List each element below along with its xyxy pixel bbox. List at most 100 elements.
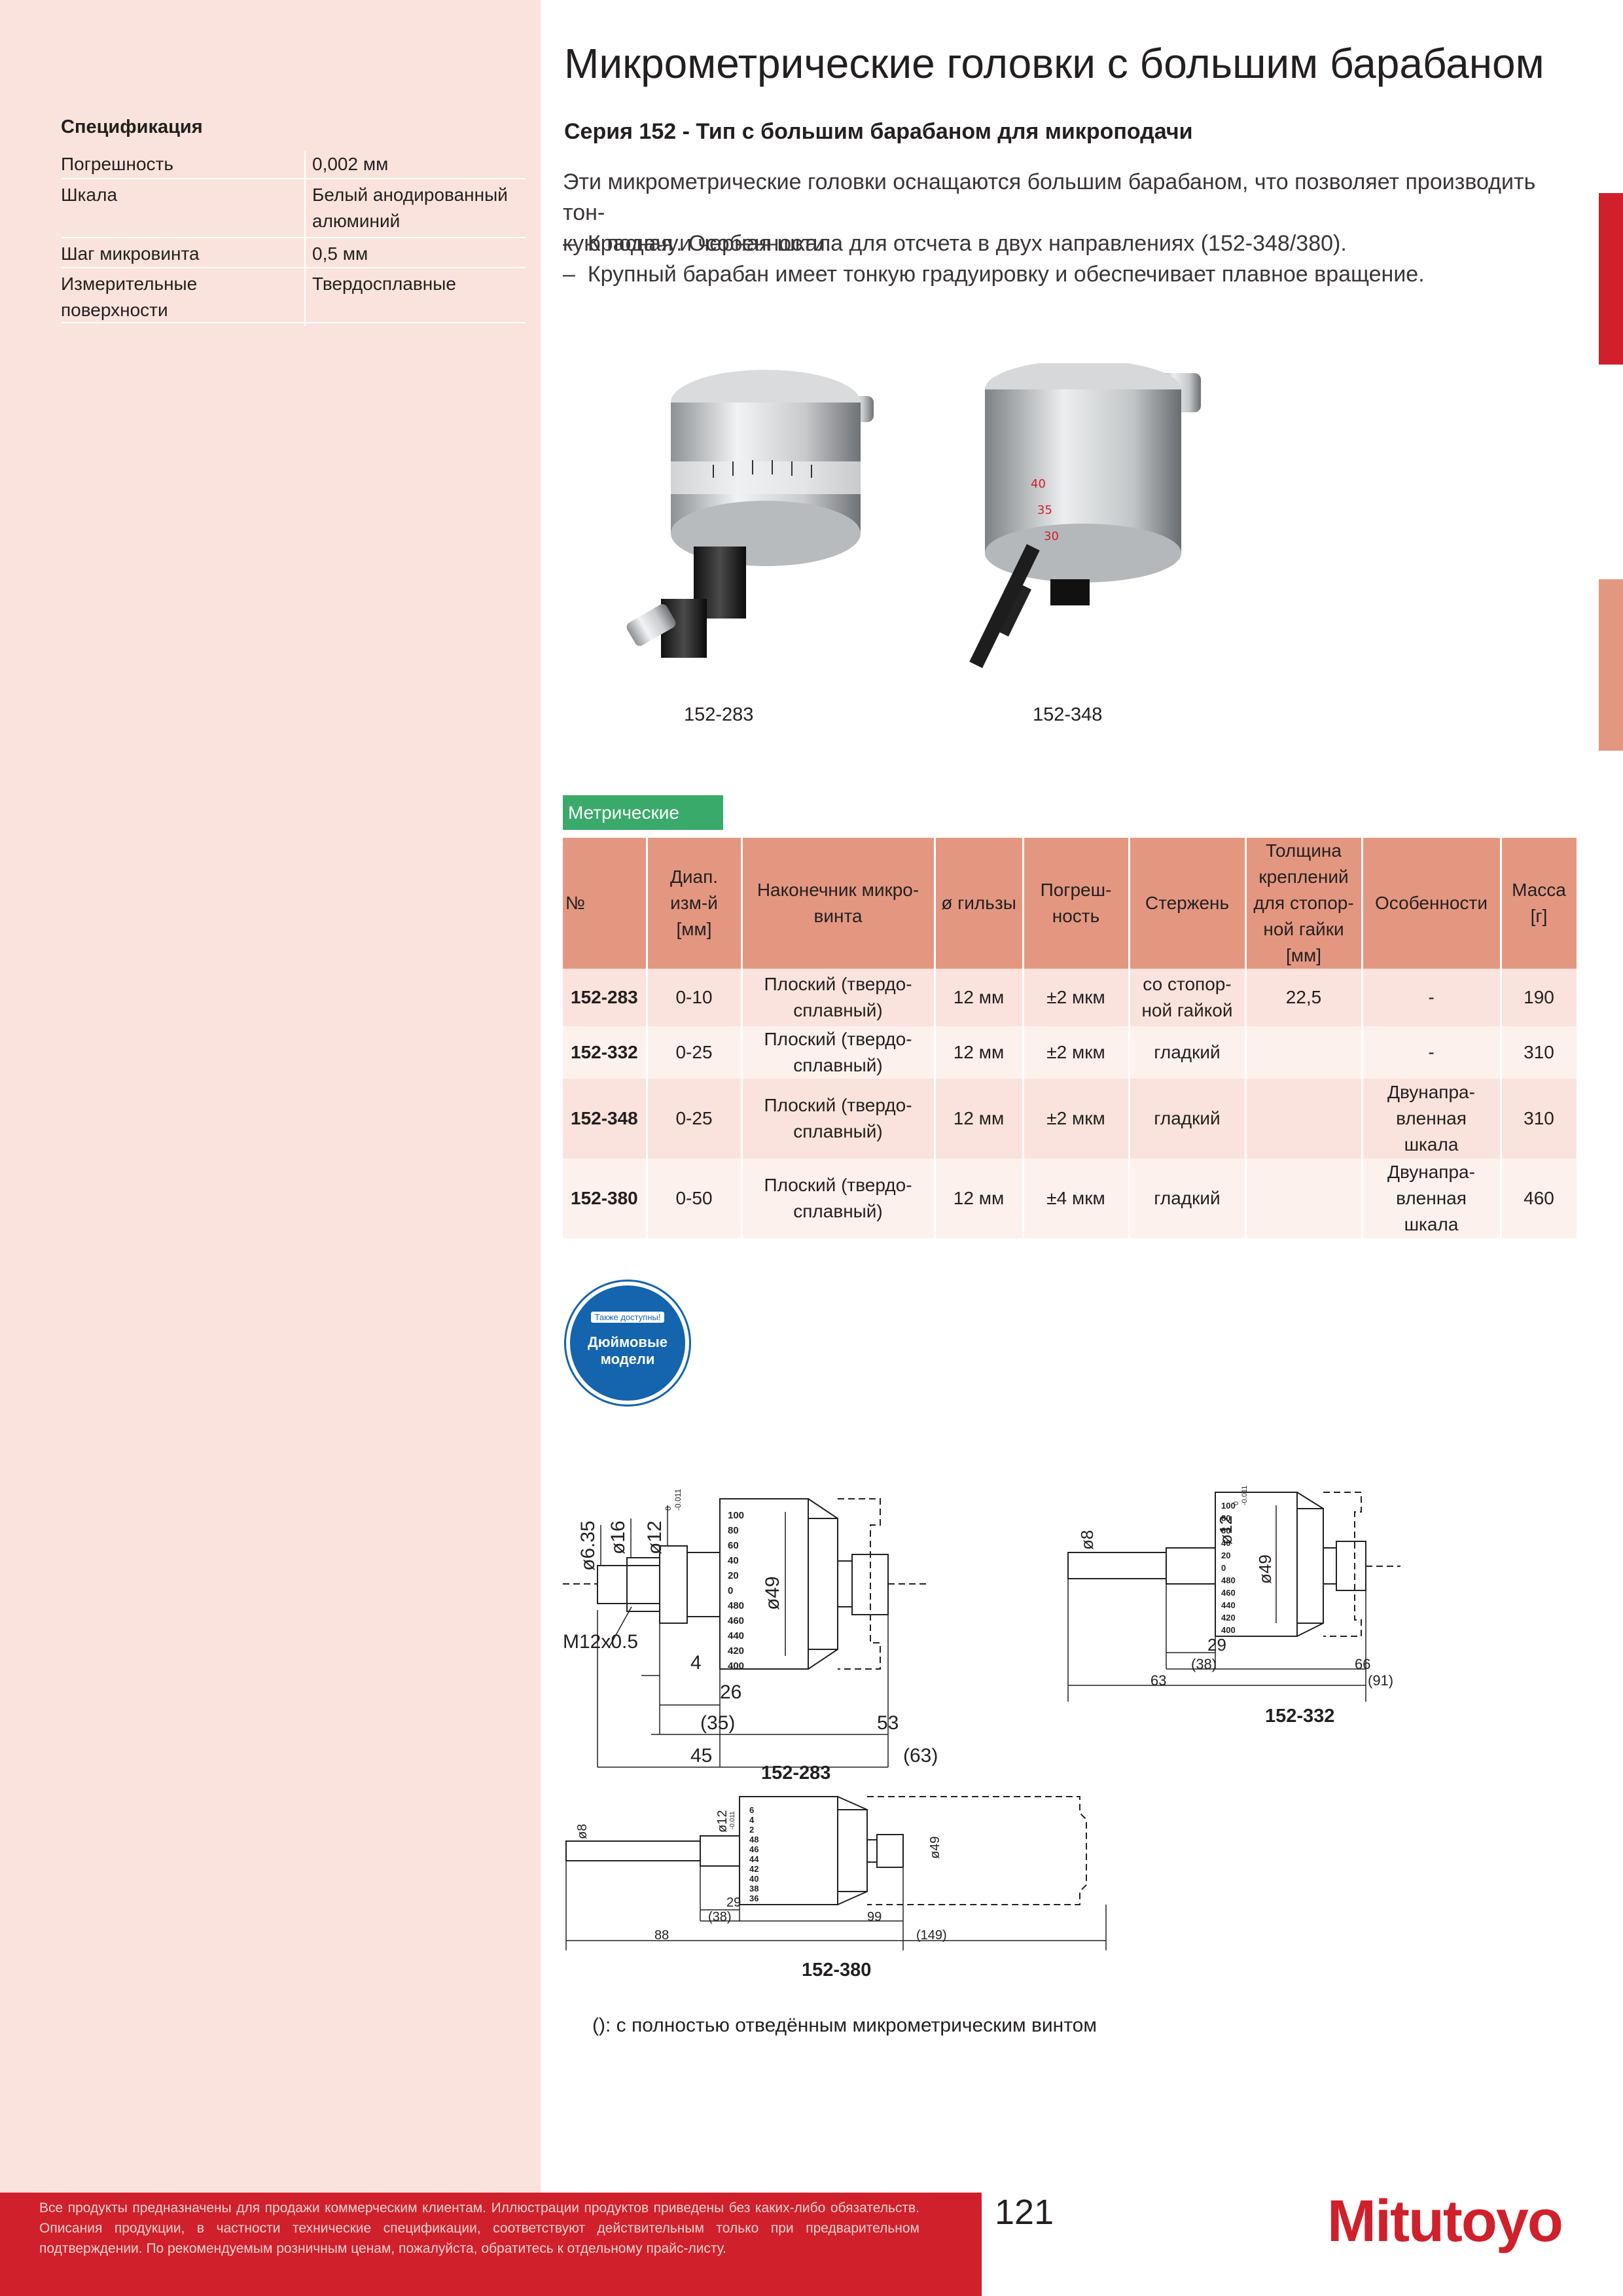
scale-mark: 46 xyxy=(749,1844,758,1854)
cell-line: гладкий xyxy=(1154,1108,1221,1128)
scale-mark: 48 xyxy=(749,1835,758,1844)
cell-line: Плоский (твердо- xyxy=(764,1095,912,1115)
cell-tip: Плоский (твердо-сплавный) xyxy=(741,969,936,1026)
cell-line: Двунапра- xyxy=(1387,1082,1475,1102)
dim-label: ø12 xyxy=(1216,1515,1236,1545)
cell-range: 0-25 xyxy=(647,1026,743,1079)
page-title: Микрометрические головки с большим бараб… xyxy=(564,40,1544,87)
header-line: № xyxy=(565,893,586,913)
bullet-mark: – xyxy=(563,262,575,287)
tolerance-label: -0.011 xyxy=(673,1489,683,1511)
cell-tip: Плоский (твердо-сплавный) xyxy=(741,1079,936,1158)
scale-mark: 20 xyxy=(728,1570,739,1581)
cell-features: - xyxy=(1362,969,1502,1026)
spec-key-line: Измерительные xyxy=(61,274,198,294)
scale-mark: 440 xyxy=(1221,1600,1236,1610)
table-header-cell: Погреш-ность xyxy=(1023,838,1130,969)
scale-mark: 480 xyxy=(728,1600,744,1611)
cell-line: Плоский (твердо- xyxy=(764,974,912,994)
scale-mark: 0 xyxy=(1221,1563,1226,1573)
cell-line: Двунапра- xyxy=(1387,1162,1475,1182)
spec-value: Твердосплавные xyxy=(304,271,520,326)
cell-accuracy: ±2 мкм xyxy=(1023,1026,1130,1079)
cell-line: со стопор- xyxy=(1143,974,1232,994)
table-header-cell: Диап.изм-й[мм] xyxy=(647,838,743,969)
spec-row-pitch: Шаг микровинта 0,5 мм xyxy=(61,237,526,271)
dim-label: (149) xyxy=(916,1928,947,1943)
header-line: ность xyxy=(1052,906,1100,926)
cell-line: вленная xyxy=(1396,1188,1467,1208)
spec-sidebar xyxy=(0,0,541,2193)
scale-mark: 80 xyxy=(1221,1513,1230,1523)
cell-line: сплавный) xyxy=(793,1121,883,1141)
table-header-cell: № xyxy=(563,838,648,969)
cell-code: 152-380 xyxy=(563,1158,648,1238)
dim-label: 26 xyxy=(720,1681,741,1703)
table-header-cell: Масса [г] xyxy=(1501,838,1578,969)
scale-mark: 4 xyxy=(749,1815,755,1825)
thread-label: M12x0.5 xyxy=(563,1631,638,1653)
header-line: креплений xyxy=(1258,867,1349,887)
header-line: Масса xyxy=(1512,880,1566,900)
scale-mark: 36 xyxy=(749,1893,758,1903)
table-header-cell: Наконечник микро-винта xyxy=(741,838,936,969)
header-line: [г] xyxy=(1530,906,1548,926)
cell-nut xyxy=(1245,1026,1363,1079)
scale-mark: 400 xyxy=(1221,1625,1236,1635)
dim-label: 63 xyxy=(1150,1672,1166,1689)
tolerance-label: 0 xyxy=(1232,1501,1240,1505)
header-line: винта xyxy=(813,906,863,926)
tolerance-label: 0 xyxy=(664,1506,673,1511)
bullet-text: Крупный барабан имеет тонкую градуировку… xyxy=(587,262,1425,287)
spec-key: Погрешность xyxy=(61,154,173,174)
svg-text:40: 40 xyxy=(1031,477,1046,491)
header-line: Наконечник микро- xyxy=(757,880,919,900)
dim-label: 88 xyxy=(654,1928,669,1943)
dim-label: ø12 xyxy=(715,1810,730,1833)
header-line: [мм] xyxy=(1285,945,1322,965)
intro-text: Эти микрометрические головки оснащаются … xyxy=(563,167,1571,259)
scale-mark: 6 xyxy=(749,1805,754,1815)
intro-line: Эти микрометрические головки оснащаются … xyxy=(563,170,1536,225)
scale-mark: 20 xyxy=(1221,1551,1230,1560)
spec-value: 0,5 мм xyxy=(304,241,520,271)
cell-spindle: гладкий xyxy=(1129,1026,1247,1079)
drawing-label: 152-380 xyxy=(802,1960,872,1981)
bullet-mark: – xyxy=(563,231,575,256)
cell-spindle: со стопор-ной гайкой xyxy=(1129,969,1247,1026)
dim-label: 29 xyxy=(1207,1635,1226,1655)
dim-label: (38) xyxy=(1191,1656,1217,1672)
header-line: изм-й xyxy=(670,893,718,913)
drawing-152-283: ø6.35 ø16 ø12 ø49 M12x0.5 4 26 (35) 53 4… xyxy=(563,1489,938,1768)
cell-tip: Плоский (твердо-сплавный) xyxy=(741,1026,936,1079)
cell-tip: Плоский (твердо-сплавный) xyxy=(741,1158,936,1238)
chapter-tab xyxy=(1599,579,1623,751)
cell-accuracy: ±4 мкм xyxy=(1023,1158,1130,1238)
tolerance-label: -0.011 xyxy=(1241,1486,1249,1505)
spec-row-scale: Шкала Белый анодированный алюминий xyxy=(61,178,526,241)
cell-accuracy: ±2 мкм xyxy=(1023,1079,1130,1158)
spec-value-line: алюминий xyxy=(312,211,401,231)
scale-mark: 40 xyxy=(728,1555,739,1566)
cell-accuracy: ±2 мкм xyxy=(1023,969,1130,1026)
dim-label: ø49 xyxy=(762,1576,783,1610)
spec-row-faces: Измерительные поверхности Твердосплавные xyxy=(61,267,526,326)
cell-line: вленная xyxy=(1396,1108,1467,1128)
scale-mark: 440 xyxy=(728,1630,744,1641)
footer-disclaimer: Все продукты предназначены для продажи к… xyxy=(39,2200,919,2256)
scale-mark: 2 xyxy=(749,1825,754,1835)
scale-mark: 38 xyxy=(749,1884,758,1893)
header-line: Стержень xyxy=(1145,893,1230,913)
scale-mark: 420 xyxy=(728,1645,744,1657)
cell-line: - xyxy=(1428,987,1435,1007)
svg-text:30: 30 xyxy=(1044,529,1059,543)
metric-tab[interactable]: Метрические xyxy=(563,795,723,830)
cell-mass: 310 xyxy=(1501,1079,1578,1158)
scale-mark: 100 xyxy=(1221,1501,1236,1511)
